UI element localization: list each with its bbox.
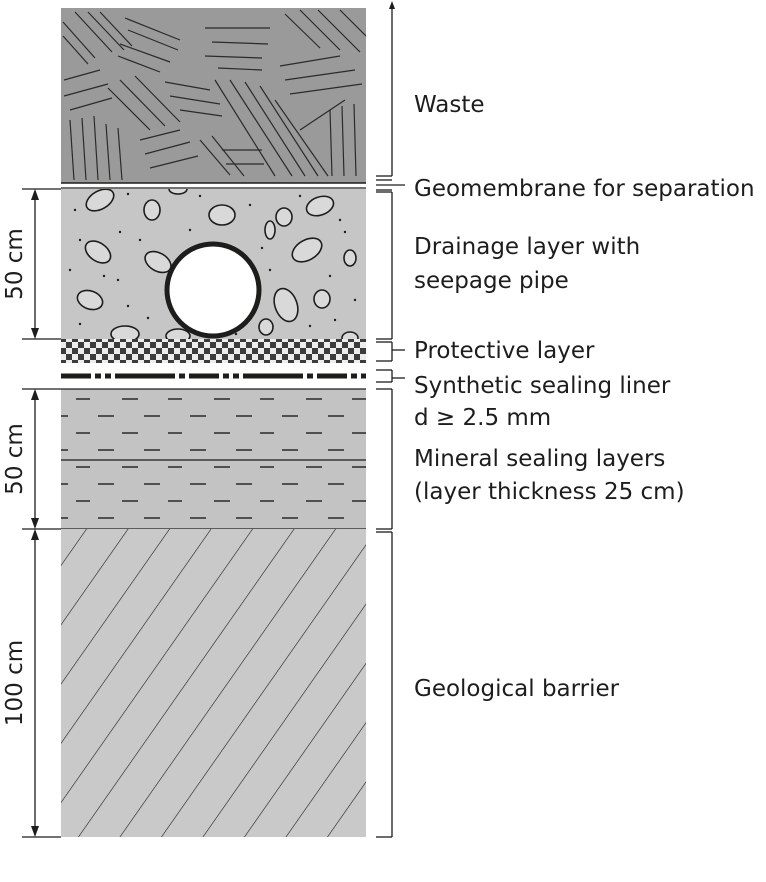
mineral-sealing-layers: [61, 388, 366, 530]
dimension-label-drainage: 50 cm: [2, 228, 28, 300]
geological-barrier: [61, 529, 366, 837]
label-mineral-line2: (layer thickness 25 cm): [414, 479, 685, 505]
label-waste: Waste: [414, 92, 485, 118]
drainage-layer: [61, 189, 366, 339]
geomembrane-lines: [61, 182, 366, 189]
protective-layer: [61, 339, 366, 363]
label-drainage-line1: Drainage layer with: [414, 234, 640, 260]
seepage-pipe: [164, 241, 262, 339]
label-liner-line2: d ≥ 2.5 mm: [414, 405, 551, 431]
dimension-lines: [22, 188, 61, 838]
label-protective: Protective layer: [414, 338, 595, 364]
dimension-label-geological: 100 cm: [2, 640, 28, 726]
label-drainage-line2: seepage pipe: [414, 268, 569, 294]
label-liner-line1: Synthetic sealing liner: [414, 373, 671, 399]
label-geomembrane: Geomembrane for separation: [414, 176, 755, 202]
waste-layer: [61, 8, 366, 183]
dimension-label-mineral: 50 cm: [2, 423, 28, 495]
label-geological: Geological barrier: [414, 676, 620, 702]
label-mineral-line1: Mineral sealing layers: [414, 446, 665, 472]
right-brackets: [376, 1, 405, 838]
